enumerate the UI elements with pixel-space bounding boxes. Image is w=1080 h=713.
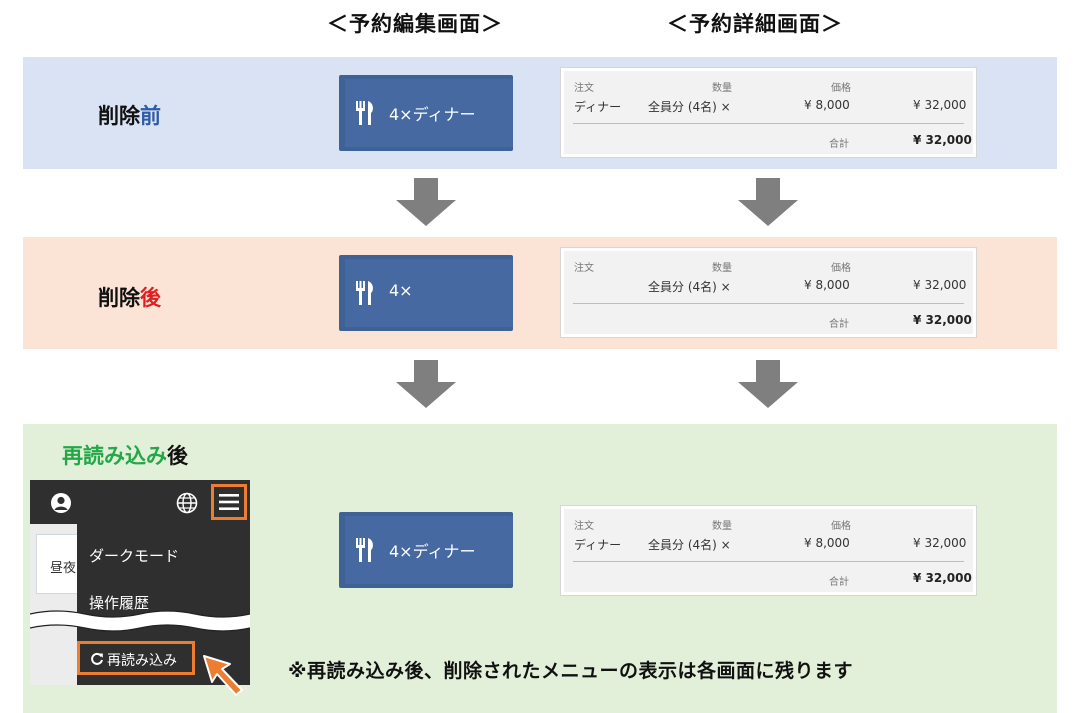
down-arrow-icon — [396, 178, 456, 226]
down-arrow-icon — [738, 178, 798, 226]
detail-table-before: 注文 数量 価格 ディナー 全員分 (4名) × ¥ 8,000 ¥ 32,00… — [560, 67, 977, 158]
order-subtotal: ¥ 32,000 — [913, 536, 967, 550]
detail-table-after: 注文 数量 価格 全員分 (4名) × ¥ 8,000 ¥ 32,000 合計 … — [560, 247, 977, 338]
cursor-arrow-icon — [203, 655, 243, 696]
hamburger-menu-icon — [219, 494, 239, 510]
divider — [573, 561, 964, 562]
menu-card-text: 4× — [389, 281, 413, 300]
menu-item-history[interactable]: 操作履歴 — [89, 594, 150, 612]
hamburger-menu-button[interactable] — [211, 484, 247, 520]
order-price: ¥ 8,000 — [804, 536, 850, 550]
header-order: 注文 — [574, 83, 594, 94]
menu-item-dark-mode[interactable]: ダークモード — [89, 547, 180, 565]
background-page — [30, 524, 88, 685]
fork-knife-icon — [356, 101, 373, 125]
order-quantity: 全員分 (4名) × — [648, 538, 731, 552]
down-arrow-icon — [396, 360, 456, 408]
reload-menu-label: 再読み込み — [107, 653, 177, 669]
order-quantity: 全員分 (4名) × — [648, 100, 731, 114]
background-text: 昼夜 — [50, 561, 77, 576]
order-price: ¥ 8,000 — [804, 278, 850, 292]
menu-card-after[interactable]: 4× — [339, 255, 513, 331]
detail-table-reload: 注文 数量 価格 ディナー 全員分 (4名) × ¥ 8,000 ¥ 32,00… — [560, 505, 977, 596]
order-name: ディナー — [574, 100, 622, 114]
order-quantity: 全員分 (4名) × — [648, 280, 731, 294]
header-order: 注文 — [574, 521, 594, 532]
order-name: ディナー — [574, 538, 622, 552]
cut-wave — [30, 610, 250, 632]
total-label: 合計 — [829, 577, 849, 588]
detail-screen-header: ＜予約詳細画面＞ — [667, 12, 843, 36]
header-order: 注文 — [574, 263, 594, 274]
before-deletion-label: 削除前 — [98, 104, 161, 128]
order-subtotal: ¥ 32,000 — [913, 98, 967, 112]
fork-knife-icon — [356, 538, 373, 562]
globe-icon[interactable] — [176, 492, 198, 514]
total-value: ¥ 32,000 — [913, 313, 972, 327]
down-arrow-icon — [738, 360, 798, 408]
order-subtotal: ¥ 32,000 — [913, 278, 967, 292]
total-label: 合計 — [829, 319, 849, 330]
header-quantity: 数量 — [712, 83, 732, 94]
user-circle-icon[interactable] — [50, 492, 72, 514]
footnote: ※再読み込み後、削除されたメニューの表示は各画面に残ります — [288, 660, 853, 682]
after-reload-label: 再読み込み後 — [62, 444, 188, 468]
total-value: ¥ 32,000 — [913, 571, 972, 585]
reload-menu-item[interactable]: 再読み込み — [77, 641, 195, 675]
header-price: 価格 — [831, 521, 851, 532]
menu-card-text: 4×ディナー — [389, 542, 476, 561]
menu-card-before[interactable]: 4×ディナー — [339, 75, 513, 151]
divider — [573, 123, 964, 124]
reload-icon — [91, 652, 103, 665]
after-deletion-label: 削除後 — [98, 286, 161, 310]
mobile-menu-screenshot: 昼夜 ダークモード 操作履歴 再読み込み — [30, 480, 250, 685]
dropdown-menu: ダークモード 操作履歴 — [77, 524, 250, 685]
total-label: 合計 — [829, 139, 849, 150]
total-value: ¥ 32,000 — [913, 133, 972, 147]
fork-knife-icon — [356, 281, 373, 305]
header-price: 価格 — [831, 263, 851, 274]
order-price: ¥ 8,000 — [804, 98, 850, 112]
edit-screen-header: ＜予約編集画面＞ — [327, 12, 503, 36]
divider — [573, 303, 964, 304]
header-price: 価格 — [831, 83, 851, 94]
header-quantity: 数量 — [712, 263, 732, 274]
header-quantity: 数量 — [712, 521, 732, 532]
menu-card-reload[interactable]: 4×ディナー — [339, 512, 513, 588]
menu-card-text: 4×ディナー — [389, 105, 476, 124]
